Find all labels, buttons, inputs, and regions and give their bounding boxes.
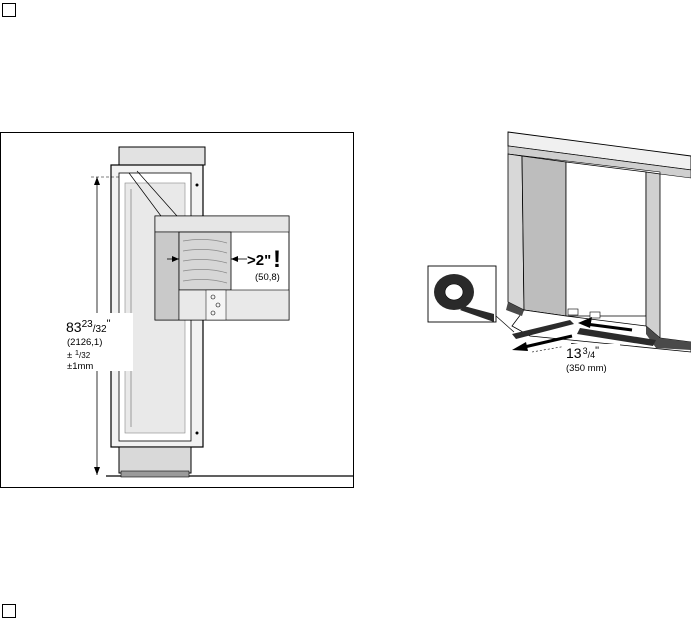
arrow-left-head	[512, 342, 528, 351]
checkbox-top[interactable]	[2, 3, 16, 17]
tolerance-fraction-text: ± 1/32	[67, 348, 91, 361]
height-label-bg	[61, 313, 133, 371]
height-metric-text: (2126,1)	[67, 337, 102, 348]
left-baseboard	[506, 302, 524, 316]
tape-label-bg	[562, 344, 620, 374]
detail-screw-1	[210, 294, 216, 300]
figure-niche-height: 8323/32" (2126,1) ± 1/32 ±1mm >2" ! (50,…	[0, 132, 354, 488]
arrow-right-shaft	[585, 322, 633, 332]
niche-back-wall	[565, 161, 647, 317]
tape-metric-text: (350 mm)	[566, 363, 607, 374]
detail-screw-3	[210, 310, 216, 316]
niche-ceiling	[507, 131, 691, 171]
tape-strip-left	[512, 320, 574, 339]
arrow-right-head	[578, 317, 592, 328]
height-arrow-top	[94, 177, 100, 185]
gap-arrow-right	[231, 256, 238, 262]
height-dimension-text: 8323/32"	[66, 318, 111, 335]
tape-dimension-text: 133/4"	[566, 345, 599, 361]
gap-alert-icon: !	[273, 246, 281, 273]
height-arrow-bottom	[94, 467, 100, 475]
right-wall	[645, 171, 661, 339]
niche-top-cabinet	[118, 146, 206, 166]
tolerance-metric-text: ±1mm	[67, 361, 93, 372]
tape-inset-leader	[495, 315, 515, 333]
detail-side-wall	[154, 231, 180, 321]
wood-grain	[182, 239, 228, 284]
figure-floor-tape: 133/4" (350 mm)	[420, 120, 691, 390]
detail-top-panel	[154, 215, 290, 233]
tape-roll-strip	[460, 306, 494, 322]
detail-screw-2	[215, 302, 221, 308]
callout-leader-2	[136, 170, 178, 217]
callout-leader-1	[128, 172, 162, 217]
tape-strip-right	[577, 328, 656, 346]
left-wall	[507, 153, 525, 311]
floor-tape-illustration: 133/4" (350 mm)	[427, 131, 691, 374]
arrow-left-shaft	[519, 334, 573, 350]
tape-roll-core	[444, 283, 464, 301]
right-baseboard	[646, 326, 691, 350]
gap-arrow-left	[172, 256, 179, 262]
checkbox-bottom[interactable]	[2, 604, 16, 618]
gap-metric-text: (50,8)	[255, 272, 280, 283]
gap-dimension-text: >2"	[247, 252, 271, 269]
floor-bracket-1	[567, 308, 579, 316]
niche-height-illustration: 8323/32" (2126,1) ± 1/32 ±1mm >2" ! (50,…	[61, 146, 353, 478]
toe-kick	[120, 470, 190, 478]
left-cabinet-panel	[521, 155, 567, 317]
bottom-hinge-screw	[195, 431, 199, 435]
floor-bracket-2	[589, 311, 601, 319]
top-hinge-screw	[195, 183, 199, 187]
appliance-base	[118, 446, 192, 474]
detail-appliance-top	[178, 289, 290, 321]
